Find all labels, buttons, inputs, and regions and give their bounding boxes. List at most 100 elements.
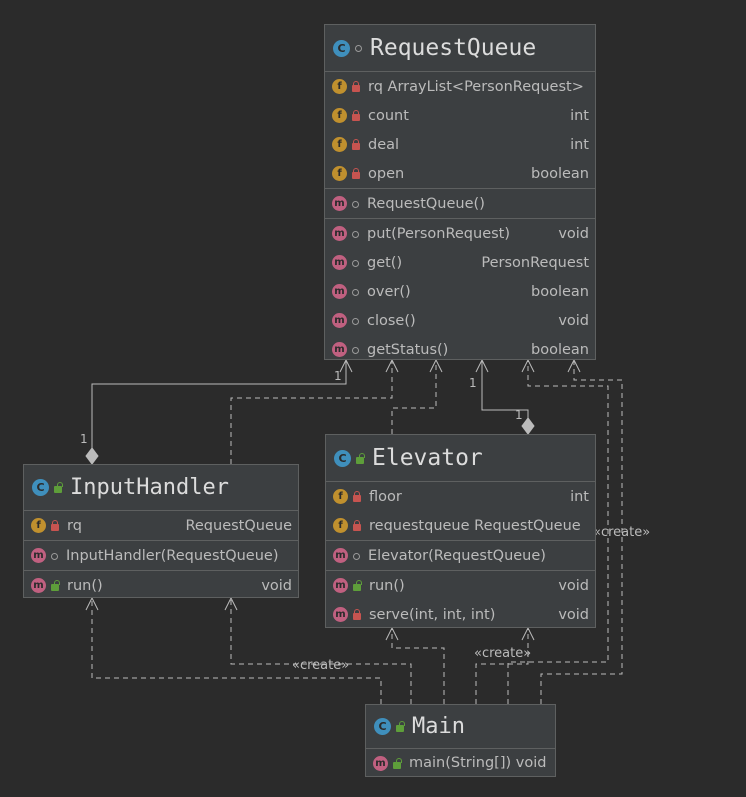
method-name: over() <box>367 283 411 300</box>
fields-section: f rq ArrayList<PersonRequest> f count int f… <box>325 72 595 189</box>
methods-section: m main(String[]) void <box>366 749 555 777</box>
create-main-inputhandler <box>91 598 382 704</box>
method-icon: m <box>332 284 347 299</box>
method-name: run() <box>369 577 405 594</box>
method-row[interactable]: m over() boolean <box>325 277 595 306</box>
method-row[interactable]: m serve(int, int, int) void <box>326 600 595 629</box>
private-lock-icon <box>352 168 360 179</box>
method-type: void <box>558 577 589 594</box>
method-name: close() <box>367 312 416 329</box>
private-lock-icon <box>353 520 361 531</box>
method-icon: m <box>332 255 347 270</box>
private-lock-icon <box>352 139 360 150</box>
method-name: main(String[]) void <box>409 755 547 771</box>
field-row[interactable]: f rq ArrayList<PersonRequest> <box>325 72 595 101</box>
package-visibility-icon <box>352 346 359 354</box>
method-row[interactable]: m main(String[]) void <box>366 749 555 777</box>
method-name: RequestQueue() <box>367 195 485 212</box>
aggregation-elevator-requestqueue <box>481 360 529 420</box>
field-name: rq <box>67 517 82 534</box>
field-icon: f <box>332 79 347 94</box>
public-visibility-icon <box>393 757 402 769</box>
method-icon: m <box>333 607 348 622</box>
dependency-elevator-requestqueue <box>391 360 437 434</box>
method-type: void <box>558 606 589 623</box>
method-type: boolean <box>531 341 589 358</box>
method-row[interactable]: m close() void <box>325 306 595 335</box>
method-icon: m <box>31 578 46 593</box>
constructors-section: m InputHandler(RequestQueue) <box>24 541 298 571</box>
method-icon: m <box>373 755 388 771</box>
dependency-main-inputhandler <box>230 598 412 704</box>
method-type: void <box>558 312 589 329</box>
create-main-elevator <box>391 628 445 704</box>
field-name: requestqueue RequestQueue <box>369 517 581 534</box>
private-lock-icon <box>353 491 361 502</box>
package-visibility-icon <box>352 230 359 238</box>
field-name: open <box>368 165 405 182</box>
method-type: void <box>558 225 589 242</box>
package-visibility-icon <box>352 317 359 325</box>
public-visibility-icon <box>356 452 365 464</box>
package-visibility-icon <box>352 200 359 208</box>
field-icon: f <box>31 518 46 533</box>
method-icon: m <box>332 313 347 328</box>
method-name: get() <box>367 254 403 271</box>
field-type: int <box>570 136 589 153</box>
class-icon: C <box>333 39 350 57</box>
field-row[interactable]: f deal int <box>325 130 595 159</box>
field-icon: f <box>333 489 348 504</box>
multiplicity-label: 1 <box>334 369 342 383</box>
field-row[interactable]: f rq RequestQueue <box>24 511 298 540</box>
method-type: boolean <box>531 283 589 300</box>
method-name: InputHandler(RequestQueue) <box>66 547 279 564</box>
create-label: «create» <box>474 646 532 661</box>
create-label: «create» <box>292 658 350 673</box>
field-type: int <box>570 107 589 124</box>
field-icon: f <box>332 137 347 152</box>
field-icon: f <box>332 108 347 123</box>
field-type: RequestQueue <box>185 517 292 534</box>
method-name: serve(int, int, int) <box>369 606 496 623</box>
class-title: RequestQueue <box>370 35 537 61</box>
fields-section: f rq RequestQueue <box>24 511 298 541</box>
class-icon: C <box>32 479 49 496</box>
aggregation-diamond-elevator <box>521 417 535 435</box>
private-lock-icon <box>352 110 360 121</box>
method-icon: m <box>31 548 46 563</box>
create-main-requestqueue-a <box>507 360 609 704</box>
method-name: Elevator(RequestQueue) <box>368 547 546 564</box>
method-row[interactable]: m InputHandler(RequestQueue) <box>24 541 298 570</box>
field-row[interactable]: f count int <box>325 101 595 130</box>
class-icon: C <box>334 449 351 467</box>
create-label: «create» <box>593 525 651 540</box>
field-type: int <box>570 488 589 505</box>
class-requestqueue[interactable]: C RequestQueue f rq ArrayList<PersonReque… <box>324 24 596 360</box>
package-visibility-icon <box>353 552 360 560</box>
field-name: count <box>368 107 409 124</box>
method-icon: m <box>332 342 347 357</box>
package-visibility-icon <box>51 552 58 560</box>
multiplicity-label: 1 <box>515 408 523 422</box>
field-name: rq ArrayList<PersonRequest> <box>368 78 584 95</box>
private-lock-icon <box>51 520 59 531</box>
public-visibility-icon <box>396 721 405 732</box>
field-name: deal <box>368 136 400 153</box>
